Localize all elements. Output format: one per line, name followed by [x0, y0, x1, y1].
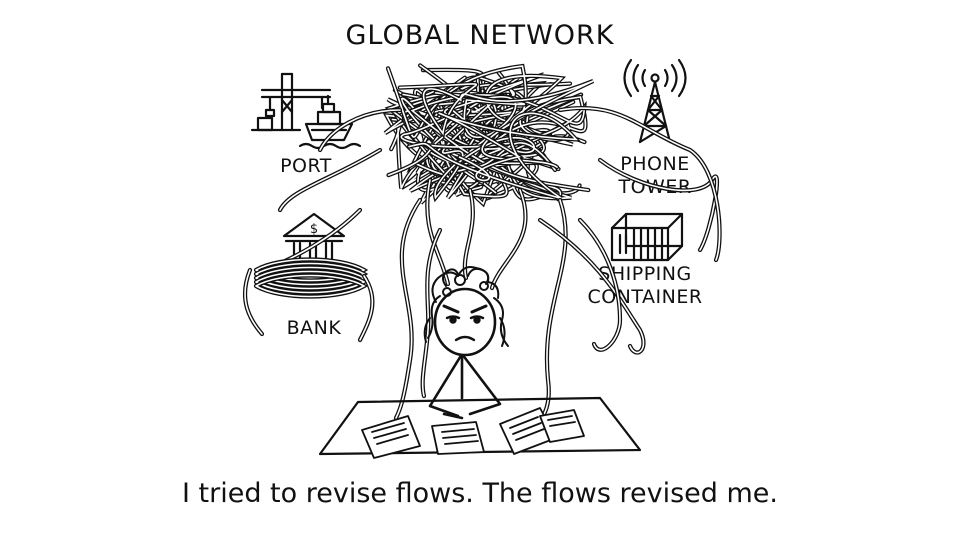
- cable-strand-core: [579, 219, 621, 351]
- bank-label: BANK: [287, 317, 342, 339]
- bank-cable-tail-core: [359, 275, 374, 341]
- shipping-container-label-line2: CONTAINER: [587, 286, 702, 308]
- network-title: GLOBAL NETWORK: [345, 20, 614, 51]
- desk-icon: [318, 396, 642, 456]
- cable-strand-core: [421, 229, 441, 397]
- tangled-cables-icon: [243, 63, 722, 431]
- cable-strand-core: [559, 107, 721, 261]
- shipping-container-icon: [610, 212, 684, 262]
- phone-tower-icon: [623, 58, 687, 144]
- cable-strand-core: [464, 189, 474, 279]
- cable-strand-core: [399, 80, 594, 168]
- phone-tower-label-line1: PHONE: [620, 153, 689, 175]
- cable-strand-core: [279, 149, 381, 211]
- shipping-container-label-line1: SHIPPING: [598, 263, 691, 285]
- cable-strand-core: [319, 109, 401, 151]
- caption: I tried to revise flows. The flows revis…: [181, 478, 778, 509]
- cable-strand-core: [408, 112, 578, 200]
- bank-cable-knot-core: [255, 270, 366, 294]
- stick-figure-icon: [428, 287, 502, 420]
- cable-strand-core: [539, 219, 645, 354]
- bank-dollar-symbol: $: [310, 222, 318, 237]
- frazzled-hair: [423, 266, 509, 347]
- bank-cable-tail-core: [244, 269, 263, 335]
- port-label: PORT: [280, 155, 332, 177]
- cable-strand-core: [491, 189, 527, 289]
- cable-strand-core: [395, 199, 421, 419]
- papers-icon: [361, 407, 585, 459]
- bank-cable-knot-core: [255, 274, 366, 298]
